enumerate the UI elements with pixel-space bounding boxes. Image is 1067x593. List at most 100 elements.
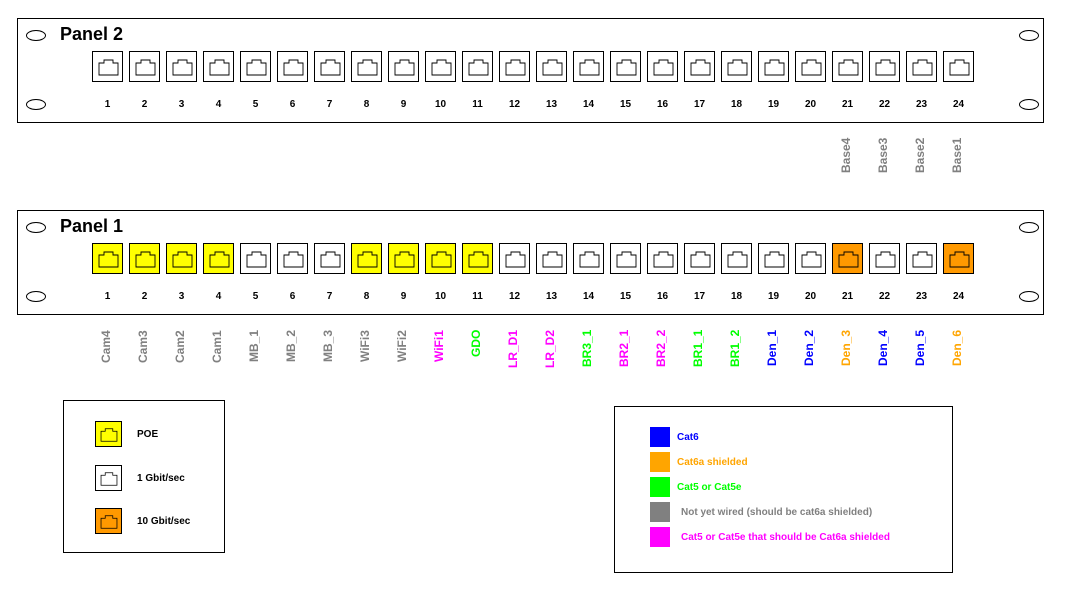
port-10: [425, 243, 456, 274]
port-number: 1: [104, 291, 111, 302]
port-number: 21: [841, 291, 854, 302]
rj45-jack-icon: [394, 251, 415, 268]
port-label: Den_6: [950, 329, 964, 366]
mount-hole: [26, 30, 46, 41]
port-12: [499, 51, 530, 82]
port-number: 7: [326, 291, 333, 302]
rj45-jack-icon: [690, 59, 711, 76]
port-number: 9: [400, 99, 407, 110]
port-number: 19: [767, 99, 780, 110]
port-7: [314, 243, 345, 274]
port-8: [351, 51, 382, 82]
rj45-jack-icon: [690, 251, 711, 268]
port-1: [92, 243, 123, 274]
port-1: [92, 51, 123, 82]
port-10: [425, 51, 456, 82]
port-label: BR1_2: [728, 329, 742, 367]
port-label: Cam2: [173, 330, 187, 363]
port-label: GDO: [469, 329, 483, 357]
port-21: [832, 243, 863, 274]
port-number: 20: [804, 99, 817, 110]
mount-hole: [1019, 99, 1039, 110]
port-label: Base3: [876, 137, 890, 173]
rj45-jack-icon: [172, 251, 193, 268]
rj45-jack-icon: [135, 251, 156, 268]
port-number: 11: [472, 291, 483, 302]
port-4: [203, 243, 234, 274]
panel-title: Panel 2: [60, 24, 124, 44]
rj45-jack-icon: [505, 59, 526, 76]
port-label: Den_1: [765, 329, 779, 366]
port-14: [573, 243, 604, 274]
legend-label: Cat5 or Cat5e: [677, 482, 742, 493]
port-label: WiFi1: [432, 330, 446, 362]
port-label: MB_3: [321, 329, 335, 362]
port-24: [943, 51, 974, 82]
not-wired-swatch: [650, 502, 670, 522]
rj45-jack-icon: [542, 59, 563, 76]
port-7: [314, 51, 345, 82]
rj45-jack-icon: [98, 59, 119, 76]
port-label: Base4: [839, 137, 853, 173]
rj45-jack-icon: [912, 59, 933, 76]
rj45-jack-icon: [100, 428, 118, 442]
legend-label: Cat5 or Cat5e that should be Cat6a shiel…: [681, 532, 890, 543]
cat6a-shielded-swatch: [650, 452, 670, 472]
port-number: 4: [215, 291, 222, 302]
rj45-jack-icon: [727, 59, 748, 76]
mount-hole: [26, 222, 46, 233]
port-2: [129, 243, 160, 274]
rj45-jack-icon: [727, 251, 748, 268]
port-label: Cam4: [99, 330, 113, 363]
port-number: 10: [434, 291, 447, 302]
rj45-jack-icon: [579, 59, 600, 76]
port-label: LR_D2: [543, 329, 557, 368]
cat5-swatch: [650, 477, 670, 497]
port-24: [943, 243, 974, 274]
port-label: Base2: [913, 137, 927, 173]
port-number: 8: [363, 99, 370, 110]
rj45-jack-icon: [98, 251, 119, 268]
port-number: 16: [656, 99, 669, 110]
rj45-jack-icon: [949, 59, 970, 76]
legend-label: 1 Gbit/sec: [137, 473, 185, 484]
port-5: [240, 51, 271, 82]
rj45-jack-icon: [912, 251, 933, 268]
port-label: WiFi3: [358, 330, 372, 362]
rj45-jack-icon: [838, 251, 859, 268]
port-number: 5: [252, 99, 259, 110]
port-number: 22: [878, 291, 891, 302]
port-number: 18: [730, 291, 743, 302]
port-number: 3: [178, 291, 185, 302]
mount-hole: [1019, 291, 1039, 302]
port-number: 3: [178, 99, 185, 110]
port-number: 2: [141, 291, 148, 302]
rj45-jack-icon: [801, 59, 822, 76]
port-9: [388, 51, 419, 82]
legend-label: POE: [137, 429, 159, 440]
rj45-jack-icon: [246, 59, 267, 76]
rj45-jack-icon: [653, 251, 674, 268]
rj45-jack-icon: [579, 251, 600, 268]
rj45-jack-icon: [135, 59, 156, 76]
port-number: 9: [400, 291, 407, 302]
port-number: 14: [582, 291, 595, 302]
port-number: 12: [508, 99, 521, 110]
rj45-jack-icon: [616, 59, 637, 76]
port-17: [684, 243, 715, 274]
rj45-jack-icon: [209, 59, 230, 76]
legend-label: 10 Gbit/sec: [137, 516, 191, 527]
cat5-should-be-cat6a-swatch: [650, 527, 670, 547]
port-number: 22: [878, 99, 891, 110]
port-18: [721, 243, 752, 274]
rj45-jack-icon: [431, 251, 452, 268]
port-label: MB_2: [284, 329, 298, 362]
rj45-jack-icon: [875, 59, 896, 76]
rj45-jack-icon: [209, 251, 230, 268]
port-11: [462, 51, 493, 82]
tengig-port-icon: [95, 508, 122, 534]
port-number: 15: [619, 291, 632, 302]
port-22: [869, 51, 900, 82]
port-number: 5: [252, 291, 259, 302]
port-number: 7: [326, 99, 333, 110]
